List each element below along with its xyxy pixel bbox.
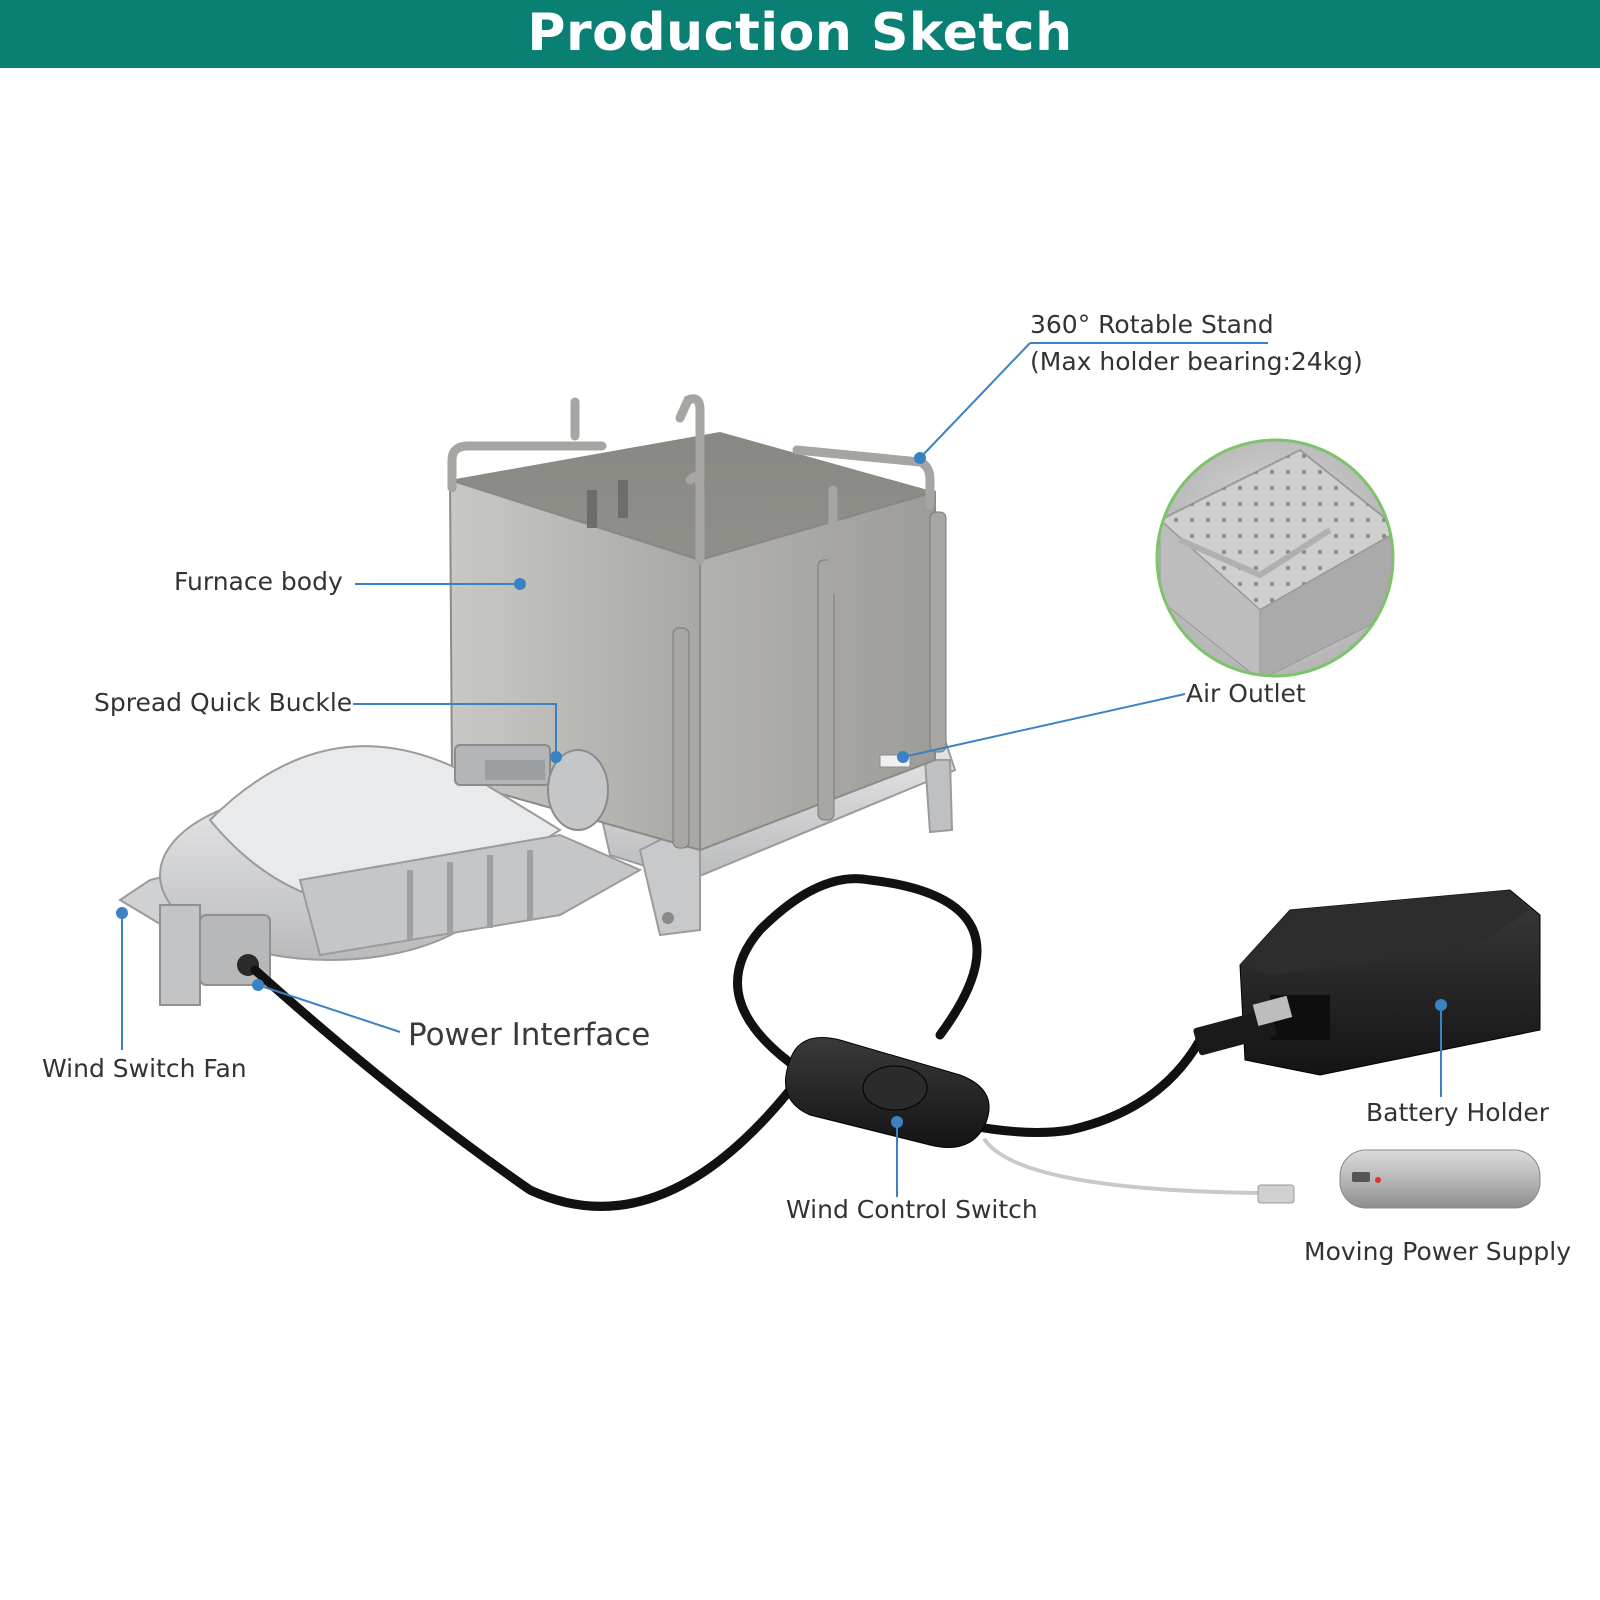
label-wind-control-switch: Wind Control Switch <box>786 1195 1038 1224</box>
label-battery-holder: Battery Holder <box>1366 1098 1550 1127</box>
callout-dots <box>116 452 1447 1128</box>
dot-air-outlet <box>897 751 909 763</box>
air-outlet-inset <box>1155 438 1395 678</box>
callout-spread-quick-buckle <box>353 703 557 757</box>
label-holder-bearing: (Max holder bearing:24kg) <box>1030 347 1363 376</box>
label-wind-switch-fan: Wind Switch Fan <box>42 1054 247 1083</box>
furnace-body <box>448 432 947 852</box>
label-spread-quick-buckle: Spread Quick Buckle <box>94 688 353 717</box>
callout-air-outlet <box>902 693 1186 758</box>
dot-power-interface <box>252 979 264 991</box>
label-furnace-body: Furnace body <box>174 567 343 596</box>
label-moving-power-supply: Moving Power Supply <box>1304 1237 1571 1266</box>
battery-holder <box>1193 889 1541 1076</box>
callout-power-interface <box>257 984 401 1033</box>
dot-wind-control-switch <box>891 1116 903 1128</box>
page-title: Production Sketch <box>527 3 1073 63</box>
dot-spread-quick-buckle <box>550 751 562 763</box>
label-air-outlet: Air Outlet <box>1186 679 1306 708</box>
dot-wind-switch-fan <box>116 907 128 919</box>
label-power-interface: Power Interface <box>408 1017 651 1053</box>
callout-rotatable-stand <box>919 342 1268 459</box>
dot-battery-holder <box>1435 999 1447 1011</box>
dot-furnace-body <box>514 578 526 590</box>
dot-rotatable-stand <box>914 452 926 464</box>
callout-lines <box>121 342 1442 1197</box>
moving-power-supply <box>1339 1149 1541 1209</box>
power-cable <box>250 874 1295 1211</box>
wind-switch-fan <box>118 744 643 1006</box>
title-banner <box>0 0 1600 68</box>
label-rotatable-stand: 360° Rotable Stand <box>1030 310 1274 339</box>
wind-control-switch <box>785 1037 990 1148</box>
